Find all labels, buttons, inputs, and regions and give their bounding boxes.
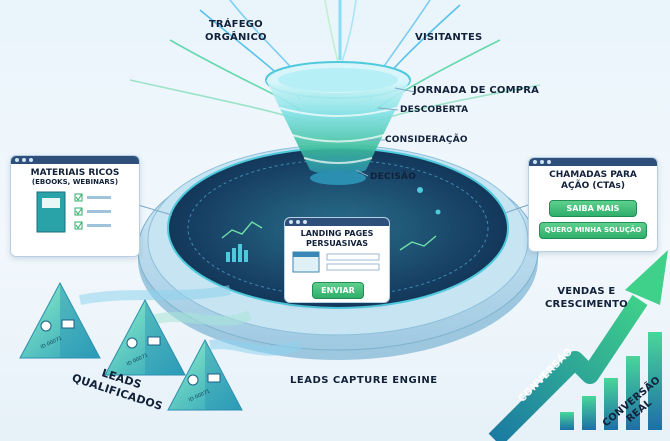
- lead-ribbons: [79, 285, 302, 356]
- growth-bar: [582, 396, 596, 430]
- sales-growth-label: VENDAS E CRESCIMENTO: [545, 286, 628, 310]
- growth-bar: [626, 356, 640, 430]
- stage-decision-label: DECISÃO: [370, 172, 417, 182]
- connector-lines: [137, 87, 529, 216]
- card-window-bar: [11, 156, 139, 164]
- landing-page-title: LANDING PAGES PERSUASIVAS: [300, 229, 374, 248]
- visitors-label: VISITANTES: [415, 32, 483, 43]
- rich-materials-card: MATERIAIS RICOS (EBOOKS, WEBINARS): [10, 155, 140, 257]
- rich-materials-title: MATERIAIS RICOS: [30, 168, 120, 178]
- card-window-bar: [529, 158, 657, 166]
- journey-label: JORNADA DE COMPRA: [413, 85, 540, 96]
- want-solution-button[interactable]: QUERO MINHA SOLUÇÃO: [539, 222, 647, 239]
- ebook-checklist-graphic: [36, 191, 111, 233]
- cta-card: CHAMADAS PARA AÇÃO (CTAs) SAIBA MAIS QUE…: [528, 157, 658, 252]
- lead-pyramid: [167, 338, 243, 411]
- light-streams: [129, 0, 541, 121]
- form-graphic: [292, 251, 380, 273]
- learn-more-button[interactable]: SAIBA MAIS: [549, 200, 637, 217]
- lead-pyramid: [104, 298, 186, 376]
- stage-discovery-label: DESCOBERTA: [400, 105, 469, 115]
- stage-consideration-label: CONSIDERAÇÃO: [385, 135, 468, 145]
- growth-bar: [648, 332, 662, 430]
- rich-materials-subtitle: (EBOOKS, WEBINARS): [31, 178, 119, 186]
- growth-chart: [488, 250, 668, 441]
- landing-page-card: LANDING PAGES PERSUASIVAS ENVIAR: [284, 217, 390, 303]
- organic-traffic-label: TRÁFEGO ORGÂNICO: [205, 19, 267, 43]
- leads-capture-engine-label: LEADS CAPTURE ENGINE: [290, 375, 438, 386]
- checklist-icon: [74, 193, 111, 230]
- lead-pyramid: [19, 281, 101, 359]
- growth-bar: [604, 378, 618, 430]
- sales-funnel: [265, 61, 411, 185]
- send-button[interactable]: ENVIAR: [312, 282, 364, 299]
- growth-bar: [560, 412, 574, 430]
- card-window-bar: [285, 218, 389, 226]
- cta-title: CHAMADAS PARA AÇÃO (CTAs): [549, 170, 637, 191]
